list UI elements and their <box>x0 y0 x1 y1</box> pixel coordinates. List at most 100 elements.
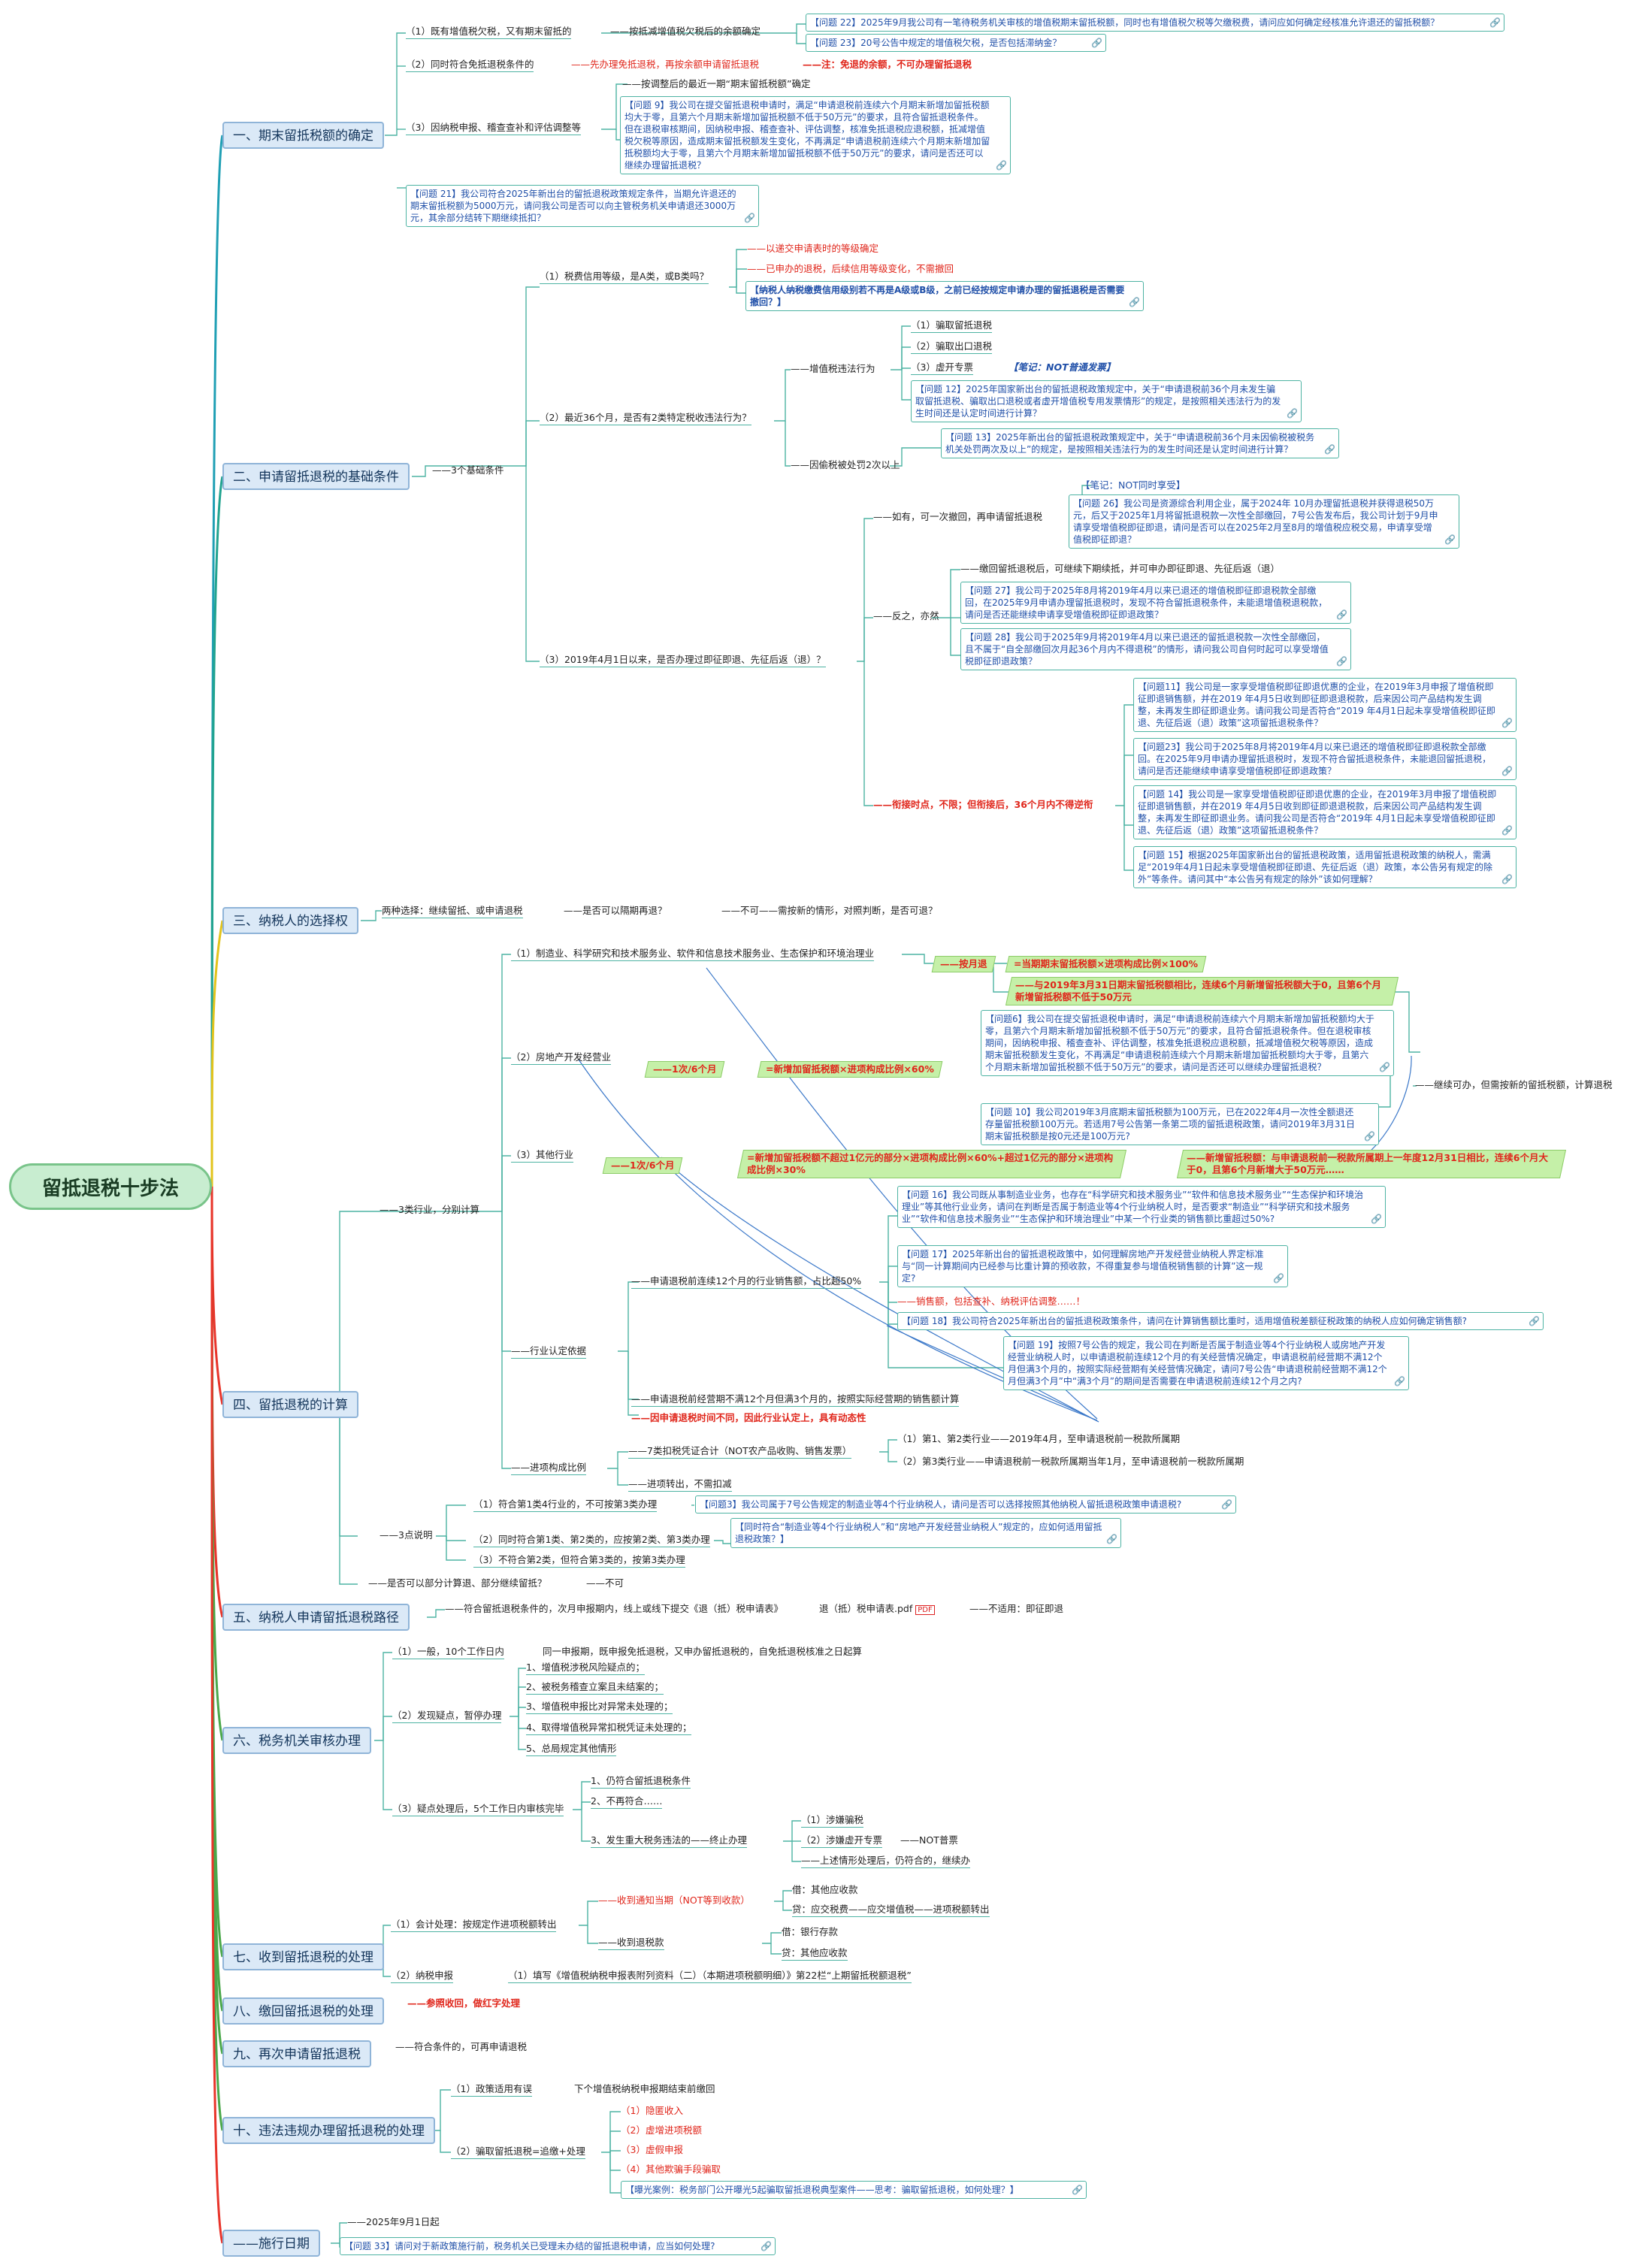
s6-item-c3b[interactable]: （2）涉嫌虚开专票 <box>801 1834 882 1848</box>
link-icon[interactable]: 🔗 <box>1529 1316 1540 1326</box>
link-icon[interactable]: 🔗 <box>1129 297 1140 307</box>
s2-q27[interactable]: 【问题 27】我公司于2025年8月将2019年4月以来已退还的增值税即征即退税… <box>960 582 1351 624</box>
s4-item-b[interactable]: （2）房地产开发经营业 <box>511 1051 611 1065</box>
s4-q16[interactable]: 【问题 16】我公司既从事制造业业务，也存在“科学研究和技术服务业”“软件和信息… <box>897 1186 1386 1228</box>
s7-item-a2[interactable]: ——收到退税款 <box>598 1937 664 1950</box>
s2-q11[interactable]: 【问题11】我公司是一家享受增值税即征即退优惠的企业，在2019年3月申报了增值… <box>1133 678 1517 732</box>
s1-item-b2[interactable]: ——注：免退的余额，不可办理留抵退税 <box>803 59 972 70</box>
link-icon[interactable]: 🔗 <box>1501 825 1513 836</box>
s3-item-c[interactable]: ——不可——需按新的情形，对照判断，是否可退？ <box>721 905 938 916</box>
s4-q10[interactable]: 【问题 10】我公司2019年3月底期末留抵税额为100万元，已在2022年4月… <box>981 1103 1379 1145</box>
s4-item-e[interactable]: ——进项构成比例 <box>511 1462 587 1475</box>
s7-item-a1b[interactable]: 贷：应交税费——应交增值税——进项税额转出 <box>792 1904 990 1917</box>
s4-item-d2r[interactable]: ——因申请退税时间不同，因此行业认定上，具有动态性 <box>631 1412 866 1423</box>
link-icon[interactable]: 🔗 <box>1489 17 1501 28</box>
s4-item-c[interactable]: （3）其他行业 <box>511 1149 573 1163</box>
s4-item-f1[interactable]: （1）符合第1类4行业的，不可按第3类办理 <box>473 1498 658 1512</box>
s4-c2[interactable]: ——新增留抵税额：与申请退税前一税款所属期上一年度12月31日相比，连续6个月大… <box>1176 1150 1567 1178</box>
s4-b1[interactable]: ——1次/6个月 <box>644 1061 725 1078</box>
s10-item-a1[interactable]: 下个增值税纳税申报期结束前缴回 <box>574 2083 715 2094</box>
s6-item-c3c[interactable]: ——上述情形处理后，仍符合的，继续办 <box>801 1855 971 1868</box>
link-icon[interactable]: 🔗 <box>1324 444 1335 455</box>
s4-item-d2[interactable]: ——申请退税前经营期不满12个月但满3个月的，按照实际经营期的销售额计算 <box>631 1393 960 1407</box>
s2-q26[interactable]: 【问题 26】我公司是资源综合利用企业，属于2024年 10月办理留抵退税并获得… <box>1069 494 1459 549</box>
s6-item-b3[interactable]: 3、增值税申报比对异常未处理的； <box>526 1701 673 1714</box>
s7-item-a2a[interactable]: 借：银行存款 <box>782 1926 839 1937</box>
link-icon[interactable]: 🔗 <box>996 160 1007 171</box>
s4-main[interactable]: ——3类行业，分别计算 <box>380 1204 479 1215</box>
s2-item-c1[interactable]: ——如有，可一次撤回，再申请留抵退税 <box>873 511 1043 522</box>
s2-item-a2[interactable]: ——已申办的退税，后续信用等级变化，不需撤回 <box>747 263 954 274</box>
s10-b5[interactable]: 【曝光案例：税务部门公开曝光5起骗取留抵退税典型案件——思考：骗取留抵退税，如何… <box>621 2181 1087 2199</box>
s2-q12[interactable]: 【问题 12】2025年国家新出台的留抵退税政策规定中，关于“申请退税前36个月… <box>911 380 1302 422</box>
link-icon[interactable]: 🔗 <box>1091 38 1102 48</box>
s4-item-e1b[interactable]: （2）第3类行业——申请退税前一税款所属期当年1月，至申请退税前一税款所属期 <box>897 1456 1244 1467</box>
link-icon[interactable]: 🔗 <box>1444 534 1456 545</box>
link-icon[interactable]: 🔗 <box>1364 1131 1375 1142</box>
s5-item-a[interactable]: ——符合留抵退税条件的，次月申报期内，线上或线下提交《退（抵）税申请表》 <box>445 1603 784 1614</box>
s2-q13[interactable]: 【问题 13】2025年新出台的留抵退税政策规定中，关于“申请退税前36个月未因… <box>941 428 1339 458</box>
s2-note-b1[interactable]: 【笔记：NOT普通发票】 <box>1008 361 1116 373</box>
s3-item-a[interactable]: 两种选择：继续留抵、或申请退税 <box>382 905 523 918</box>
s7-item-b1[interactable]: （1）填写《增值税纳税申报表附列资料（二）（本期进项税额明细）》第22栏“上期留… <box>508 1970 912 1983</box>
s2-note-c1[interactable]: 【笔记：NOT同时享受】 <box>1081 479 1186 491</box>
link-icon[interactable]: 🔗 <box>1501 874 1513 885</box>
category-11[interactable]: ——施行日期 <box>222 2230 320 2257</box>
category-8[interactable]: 八、缴回留抵退税的处理 <box>222 1997 384 2025</box>
s2-item-b1a[interactable]: （1）骗取留抵退税 <box>911 319 992 333</box>
s2-item-b2[interactable]: ——因偷税被处罚2次以上 <box>791 459 900 470</box>
s1-q22[interactable]: 【问题 22】2025年9月我公司有一笔待税务机关审核的增值税期末留抵税额，同时… <box>806 14 1504 32</box>
s4-q18[interactable]: 【问题 18】我公司符合2025年新出台的留抵退税政策条件，请问在计算销售额比重… <box>897 1312 1544 1330</box>
s2-item-b1c[interactable]: （3）虚开专票 <box>911 361 973 375</box>
s7-item-a1[interactable]: ——收到通知当期（NOT等到收款） <box>598 1895 750 1906</box>
root-node[interactable]: 留抵退税十步法 <box>9 1163 212 1210</box>
s4-q19[interactable]: 【问题 19】按照7号公告的规定，我公司在判断是否属于制造业等4个行业纳税人或房… <box>1003 1336 1409 1390</box>
s1-item-a1[interactable]: ——按抵减增值税欠税后的余额确定 <box>610 26 761 37</box>
category-5[interactable]: 五、纳税人申请留抵退税路径 <box>222 1604 410 1631</box>
s4-item-f3[interactable]: （3）不符合第2类，但符合第3类的，按第3类办理 <box>473 1554 685 1568</box>
s4-qf2[interactable]: 【同时符合“制造业等4个行业纳税人”和“房地产开发经营业纳税人”规定的，应如何适… <box>730 1518 1121 1548</box>
link-icon[interactable]: 🔗 <box>1221 1499 1232 1510</box>
s4-item-g1[interactable]: ——不可 <box>586 1577 624 1589</box>
category-4[interactable]: 四、留抵退税的计算 <box>222 1391 358 1418</box>
s4-a3[interactable]: ——继续可办，但需按新的留抵税额，计算退税 <box>1415 1079 1613 1090</box>
s1-item-a[interactable]: （1）既有增值税欠税，又有期末留抵的 <box>406 26 572 39</box>
s2-item-c2a[interactable]: ——缴回留抵退税后，可继续下期续抵，并可申办即征即退、先征后返（退） <box>960 563 1281 574</box>
s1-q23[interactable]: 【问题 23】20号公告中规定的增值税欠税，是否包括滞纳金？🔗 <box>806 34 1106 52</box>
s2-item-a[interactable]: （1）税费信用等级，是A类，或B类吗？ <box>540 271 709 284</box>
s9-item-a[interactable]: ——符合条件的，可再申请退税 <box>395 2041 528 2052</box>
s7-item-a1a[interactable]: 借：其他应收款 <box>792 1884 858 1895</box>
s2-q15[interactable]: 【问题 15】根据2025年国家新出台的留抵退税政策，适用留抵退税政策的纳税人，… <box>1133 846 1517 888</box>
s7-item-b[interactable]: （2）纳税申报 <box>391 1970 453 1983</box>
category-3[interactable]: 三、纳税人的选择权 <box>222 907 358 934</box>
link-icon[interactable]: 🔗 <box>1336 656 1347 667</box>
s4-item-e2[interactable]: ——进项转出，不需扣减 <box>628 1478 732 1492</box>
s10-item-b3[interactable]: （3）虚假申报 <box>621 2144 683 2155</box>
s4-q3[interactable]: 【问题3】我公司属于7号公告规定的制造业等4个行业纳税人，请问是否可以选择按照其… <box>695 1495 1236 1514</box>
s2-item-b[interactable]: （2）最近36个月，是否有2类特定税收违法行为？ <box>540 412 751 425</box>
link-icon[interactable]: 🔗 <box>744 213 755 223</box>
s4-item-a[interactable]: （1）制造业、科学研究和技术服务业、软件和信息技术服务业、生态保护和环境治理业 <box>511 948 874 961</box>
s6-item-b2[interactable]: 2、被税务稽查立案且未结案的； <box>526 1681 664 1695</box>
pdf-icon[interactable]: PDF <box>915 1605 935 1615</box>
link-icon[interactable]: 🔗 <box>1501 766 1513 776</box>
link-icon[interactable]: 🔗 <box>1287 408 1298 419</box>
s2-main[interactable]: ——3个基础条件 <box>432 464 504 476</box>
s1-item-b[interactable]: （2）同时符合免抵退税条件的 <box>406 59 534 72</box>
s2-q14[interactable]: 【问题 14】我公司是一家享受增值税即征即退优惠的企业，在2019年3月申报了增… <box>1133 785 1517 839</box>
s2-item-b1b[interactable]: （2）骗取出口退税 <box>911 340 992 354</box>
category-7[interactable]: 七、收到留抵退税的处理 <box>222 1943 384 1970</box>
s1-q9[interactable]: 【问题 9】我公司在提交留抵退税申请时，满足“申请退税前连续六个月期末新增加留抵… <box>620 96 1011 174</box>
s2-item-c2[interactable]: ——反之，亦然 <box>873 610 939 621</box>
s6-item-c2[interactable]: 2、不再符合…… <box>591 1795 663 1809</box>
s1-item-b1[interactable]: ——先办理免抵退税，再按余额申请留抵退税 <box>571 59 760 70</box>
s7-item-a2b[interactable]: 贷：其他应收款 <box>782 1947 848 1961</box>
s6-item-b5[interactable]: 5、总局规定其他情形 <box>526 1743 617 1756</box>
s6-item-b4[interactable]: 4、取得增值税异常扣税凭证未处理的； <box>526 1722 692 1735</box>
s5-file[interactable]: 退（抵）税申请表.pdf PDF <box>819 1603 935 1616</box>
s6-item-a[interactable]: （1）一般，10个工作日内 <box>392 1646 504 1659</box>
s4-item-d[interactable]: ——行业认定依据 <box>511 1345 587 1359</box>
link-icon[interactable]: 🔗 <box>1379 1062 1390 1072</box>
link-icon[interactable]: 🔗 <box>1106 1534 1117 1544</box>
link-icon[interactable]: 🔗 <box>1371 1214 1382 1224</box>
